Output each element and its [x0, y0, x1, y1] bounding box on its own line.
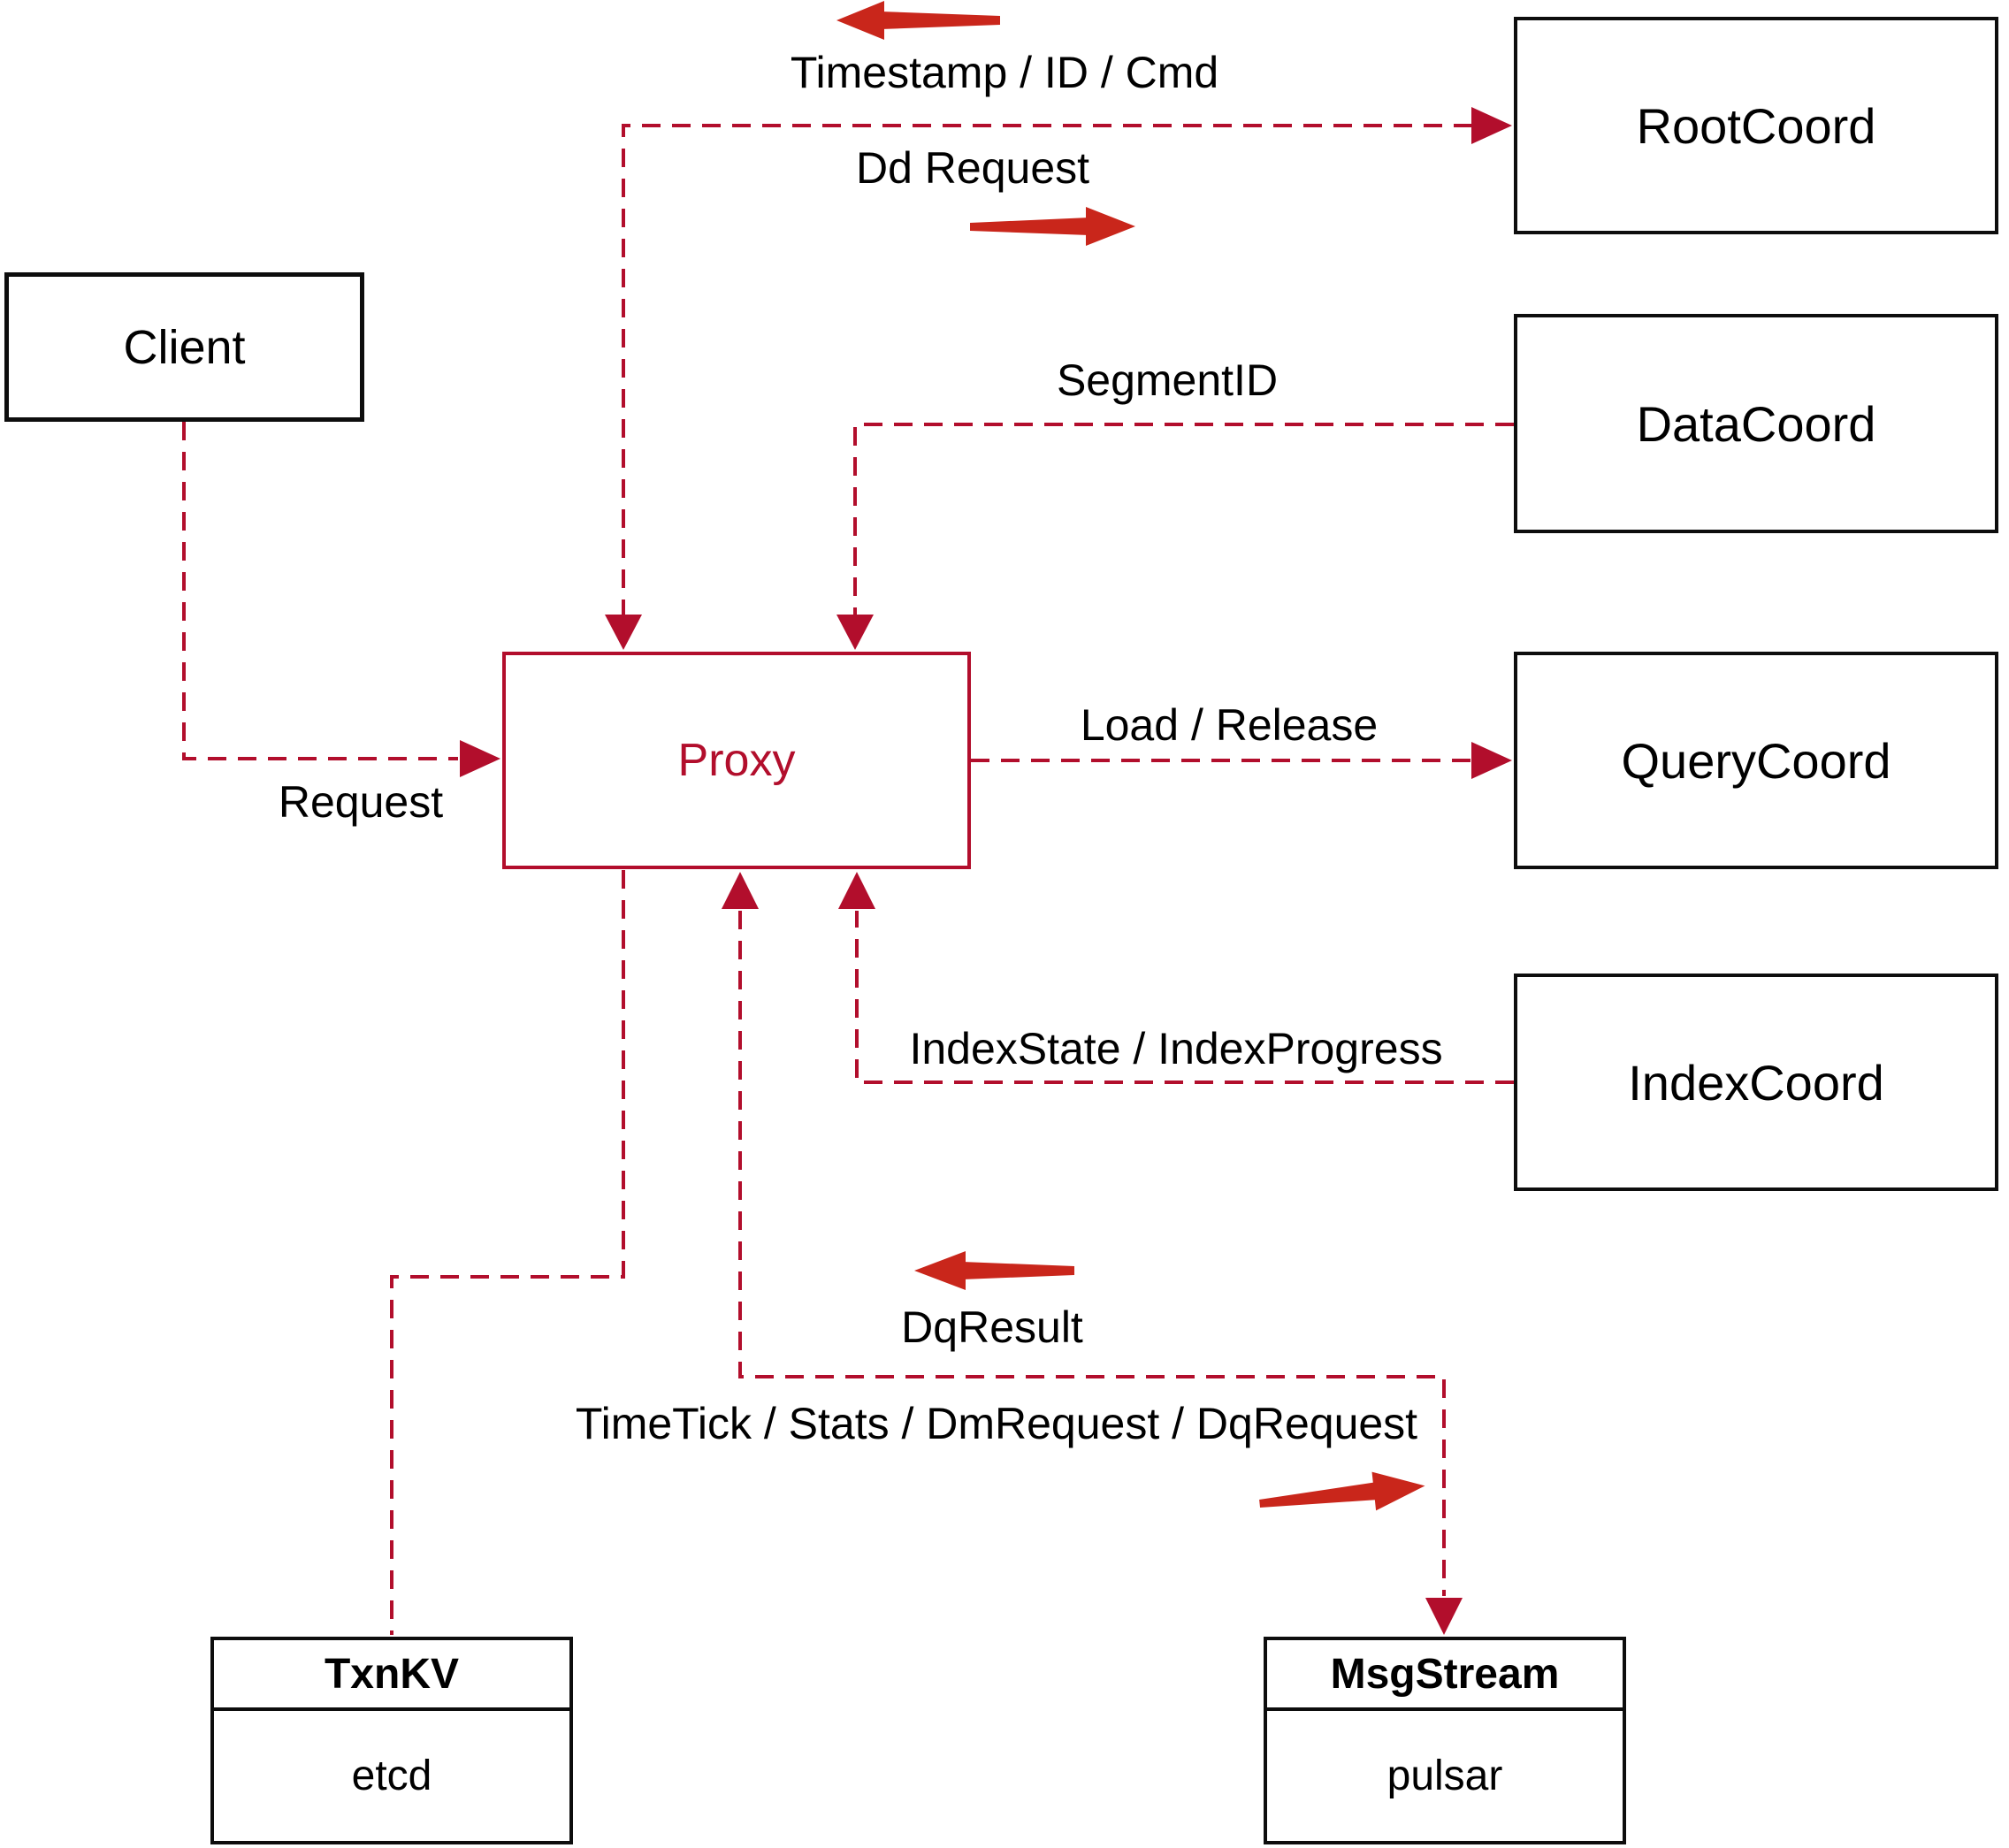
- arrowhead-into-querycoord: [1471, 742, 1512, 779]
- connector-client-proxy: [182, 422, 458, 760]
- node-txnkv-impl: etcd: [351, 1753, 432, 1799]
- dq-result-direction-arrow-icon: [914, 1251, 1074, 1290]
- connector-proxy-msgstream: [738, 911, 1446, 1596]
- node-client: Client: [4, 272, 364, 422]
- connector-proxy-rootcoord: [622, 124, 1471, 618]
- arrowhead-into-msgstream: [1425, 1598, 1463, 1635]
- arrowhead-into-proxy-bottom-left: [722, 872, 759, 909]
- edge-label-load-release: Load / Release: [1080, 700, 1379, 750]
- edge-label-segment-id: SegmentID: [1056, 355, 1279, 405]
- edge-label-dq-result: DqResult: [901, 1302, 1083, 1352]
- node-indexcoord: IndexCoord: [1514, 974, 1998, 1191]
- node-proxy: Proxy: [502, 652, 971, 869]
- edge-label-request: Request: [278, 777, 444, 827]
- edge-label-dd-request: Dd Request: [855, 143, 1090, 193]
- edge-label-time-tick: TimeTick / Stats / DmRequest / DqRequest: [575, 1399, 1418, 1448]
- node-txnkv: TxnKV etcd: [210, 1637, 573, 1844]
- arrowhead-into-rootcoord: [1471, 107, 1512, 144]
- connector-datacoord-proxy: [853, 423, 1514, 618]
- edge-label-index-state: IndexState / IndexProgress: [909, 1024, 1443, 1073]
- node-rootcoord-label: RootCoord: [1636, 97, 1876, 154]
- node-rootcoord: RootCoord: [1514, 17, 1998, 234]
- dd-request-direction-arrow-icon: [970, 207, 1135, 246]
- node-indexcoord-label: IndexCoord: [1628, 1054, 1884, 1111]
- node-txnkv-title: TxnKV: [214, 1640, 569, 1711]
- node-datacoord: DataCoord: [1514, 314, 1998, 533]
- node-msgstream-impl: pulsar: [1386, 1753, 1503, 1799]
- node-msgstream-title: MsgStream: [1267, 1640, 1623, 1711]
- arrowhead-into-proxy-top-right: [836, 615, 874, 650]
- node-msgstream: MsgStream pulsar: [1264, 1637, 1626, 1844]
- arrowhead-into-proxy-top-left: [605, 615, 642, 650]
- node-proxy-label: Proxy: [677, 735, 796, 786]
- node-querycoord: QueryCoord: [1514, 652, 1998, 869]
- timestamp-direction-arrow-icon: [836, 1, 1000, 40]
- node-datacoord-label: DataCoord: [1636, 395, 1876, 452]
- arrowhead-into-proxy-bottom-right: [838, 872, 875, 909]
- connector-proxy-txnkv: [390, 870, 625, 1635]
- connector-indexcoord-proxy: [855, 911, 1514, 1084]
- time-tick-direction-arrow-icon: [1259, 1471, 1425, 1511]
- edge-label-timestamp: Timestamp / ID / Cmd: [790, 48, 1219, 97]
- arrowhead-into-proxy-left: [460, 740, 500, 777]
- node-client-label: Client: [123, 320, 246, 374]
- node-querycoord-label: QueryCoord: [1621, 732, 1891, 789]
